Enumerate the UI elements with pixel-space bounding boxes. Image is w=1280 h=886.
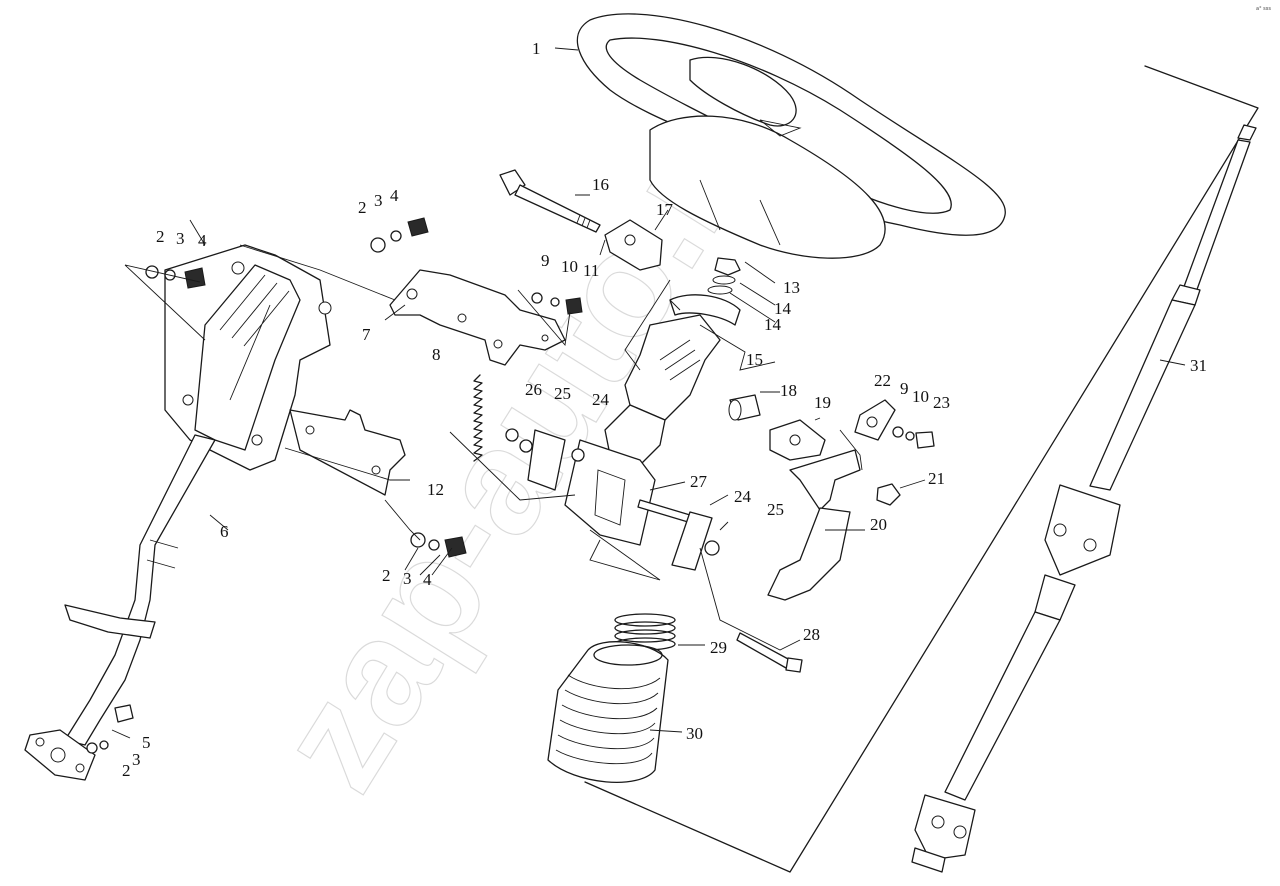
spring-8 bbox=[473, 374, 483, 462]
callout-22: 22 bbox=[874, 371, 891, 390]
boot-30 bbox=[547, 641, 669, 783]
callout-14b: 14 bbox=[764, 315, 782, 334]
callout-6: 6 bbox=[220, 522, 229, 541]
corner-mark: a° sss bbox=[1256, 6, 1271, 12]
callout-26: 26 bbox=[525, 380, 542, 399]
callout-13: 13 bbox=[783, 278, 800, 297]
steering-column-6 bbox=[24, 244, 332, 781]
callout-9b: 9 bbox=[900, 379, 909, 398]
callout-15: 15 bbox=[746, 350, 763, 369]
callout-14a: 14 bbox=[774, 299, 792, 318]
callout-27: 27 bbox=[690, 472, 708, 491]
callout-4a: 4 bbox=[198, 231, 207, 250]
callout-23: 23 bbox=[933, 393, 950, 412]
callout-17: 17 bbox=[656, 200, 674, 219]
nut-21 bbox=[876, 483, 901, 506]
callout-4c: 4 bbox=[423, 570, 432, 589]
tilt-lever-20 bbox=[767, 449, 861, 601]
callout-3a: 3 bbox=[176, 229, 185, 248]
callout-2a: 2 bbox=[156, 227, 165, 246]
fasteners bbox=[86, 217, 935, 754]
clip-24-right bbox=[671, 511, 713, 571]
plate-22 bbox=[854, 399, 896, 441]
bracket-12 bbox=[289, 409, 406, 496]
callout-7: 7 bbox=[362, 325, 371, 344]
callout-12: 12 bbox=[427, 480, 444, 499]
callout-1: 1 bbox=[532, 39, 541, 58]
callout-4b: 4 bbox=[390, 186, 399, 205]
clip-24-left bbox=[527, 429, 566, 491]
callout-10a: 10 bbox=[561, 257, 578, 276]
callout-25a: 25 bbox=[554, 384, 571, 403]
steering-wheel bbox=[576, 13, 1006, 259]
callout-24b: 24 bbox=[734, 487, 752, 506]
callout-2b: 2 bbox=[358, 198, 367, 217]
callout-29: 29 bbox=[710, 638, 727, 657]
callout-20: 20 bbox=[870, 515, 887, 534]
bolt-16 bbox=[499, 169, 601, 233]
callout-24a: 24 bbox=[592, 390, 610, 409]
callout-3b: 3 bbox=[374, 191, 383, 210]
callout-10b: 10 bbox=[912, 387, 929, 406]
callout-19: 19 bbox=[814, 393, 831, 412]
callout-11: 11 bbox=[583, 261, 599, 280]
callout-5: 5 bbox=[142, 733, 151, 752]
callout-16: 16 bbox=[592, 175, 609, 194]
bracket-7 bbox=[389, 269, 566, 366]
leader-lines bbox=[111, 47, 1186, 739]
spacer-18 bbox=[728, 394, 761, 421]
callout-30: 30 bbox=[686, 724, 703, 743]
callout-3d: 3 bbox=[132, 750, 141, 769]
shaft-frame-line bbox=[584, 65, 1259, 873]
nut-washers-13-14 bbox=[707, 257, 741, 295]
callout-9a: 9 bbox=[541, 251, 550, 270]
callout-2d: 2 bbox=[122, 761, 131, 780]
callout-21: 21 bbox=[928, 469, 945, 488]
callout-25b: 25 bbox=[767, 500, 784, 519]
callout-28: 28 bbox=[803, 625, 820, 644]
callout-2c: 2 bbox=[382, 566, 391, 585]
callout-31: 31 bbox=[1190, 356, 1207, 375]
callout-3c: 3 bbox=[403, 569, 412, 588]
clamp-19 bbox=[769, 419, 826, 461]
callout-18: 18 bbox=[780, 381, 797, 400]
intermediate-shaft-31 bbox=[911, 124, 1257, 873]
callout-8: 8 bbox=[432, 345, 441, 364]
column-housing-15 bbox=[564, 294, 741, 546]
clamp-17 bbox=[604, 219, 663, 271]
callout-labels: 1 2 3 4 2 3 4 2 3 4 2 3 5 6 7 8 9 10 11 … bbox=[122, 39, 1207, 780]
